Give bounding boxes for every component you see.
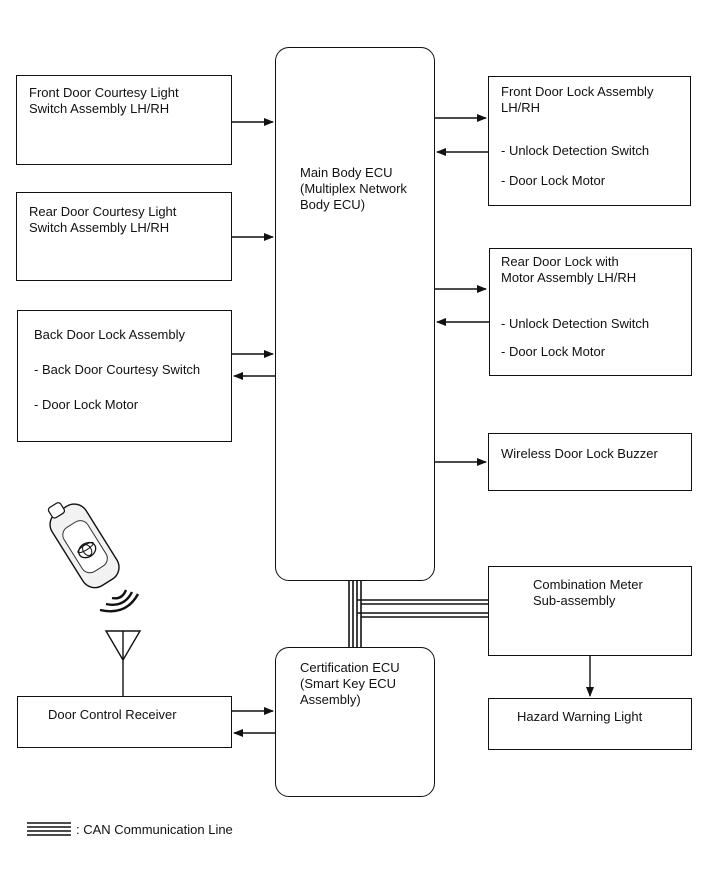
rear-door-lock-motor-item: - Door Lock Motor	[501, 344, 606, 359]
legend-can-symbol	[27, 822, 71, 836]
certification-ecu-label: Certification ECU (Smart Key ECU Assembl…	[300, 660, 400, 707]
rear-courtesy-switch-box: Rear Door Courtesy Light Switch Assembly…	[16, 192, 232, 281]
front-door-lock-label: Front Door Lock Assembly LH/RH	[501, 84, 654, 115]
rear-courtesy-switch-label: Rear Door Courtesy Light Switch Assembly…	[29, 204, 177, 235]
main-body-ecu-box: Main Body ECU (Multiplex Network Body EC…	[275, 47, 435, 581]
back-door-lock-motor-item: - Door Lock Motor	[34, 397, 139, 412]
antenna-icon	[104, 630, 142, 662]
hazard-warning-light-box: Hazard Warning Light	[488, 698, 692, 750]
back-door-lock-box: Back Door Lock Assembly - Back Door Cour…	[17, 310, 232, 442]
legend-can-label: : CAN Communication Line	[76, 822, 233, 837]
door-control-receiver-label: Door Control Receiver	[48, 707, 177, 722]
hazard-warning-light-label: Hazard Warning Light	[517, 709, 643, 724]
wireless-door-lock-buzzer-label: Wireless Door Lock Buzzer	[501, 446, 658, 461]
door-control-receiver-box: Door Control Receiver	[17, 696, 232, 748]
main-body-ecu-label: Main Body ECU (Multiplex Network Body EC…	[300, 165, 407, 212]
can-bus	[348, 580, 489, 648]
front-door-lock-box: Front Door Lock Assembly LH/RH - Unlock …	[488, 76, 691, 206]
combination-meter-box: Combination Meter Sub-assembly	[488, 566, 692, 656]
front-unlock-detection-item: - Unlock Detection Switch	[501, 143, 650, 158]
front-door-lock-motor-item: - Door Lock Motor	[501, 173, 606, 188]
certification-ecu-box: Certification ECU (Smart Key ECU Assembl…	[275, 647, 435, 797]
rear-door-lock-box: Rear Door Lock with Motor Assembly LH/RH…	[489, 248, 692, 376]
combination-meter-label: Combination Meter Sub-assembly	[533, 577, 643, 608]
radio-waves-icon	[99, 589, 140, 613]
wireless-door-lock-buzzer-box: Wireless Door Lock Buzzer	[488, 433, 692, 491]
back-door-lock-label: Back Door Lock Assembly	[34, 327, 186, 342]
rear-unlock-detection-item: - Unlock Detection Switch	[501, 316, 650, 331]
rear-door-lock-label: Rear Door Lock with Motor Assembly LH/RH	[501, 254, 637, 285]
front-courtesy-switch-label: Front Door Courtesy Light Switch Assembl…	[29, 85, 179, 116]
front-courtesy-switch-box: Front Door Courtesy Light Switch Assembl…	[16, 75, 232, 165]
back-door-courtesy-switch-item: - Back Door Courtesy Switch	[34, 362, 201, 377]
smart-key-fob-icon	[47, 502, 120, 589]
